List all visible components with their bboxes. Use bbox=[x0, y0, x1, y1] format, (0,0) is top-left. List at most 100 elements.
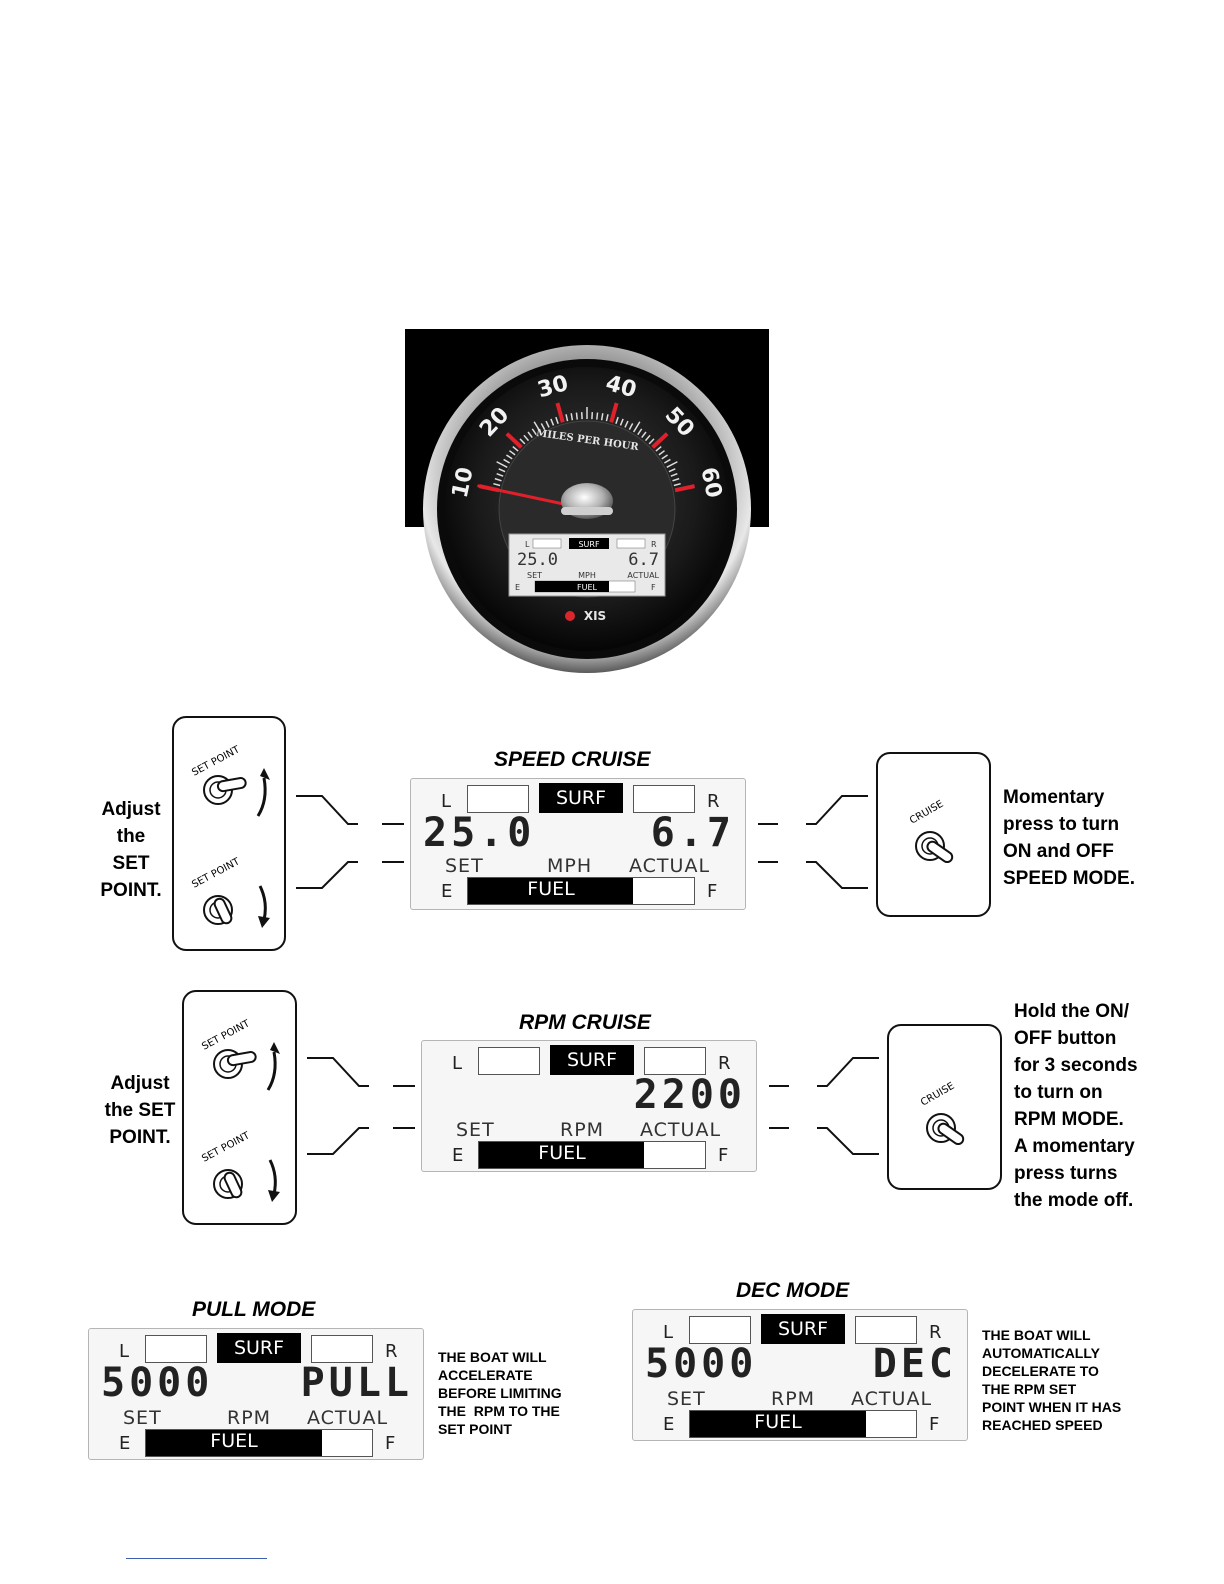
caption-line: the SET bbox=[104, 1100, 176, 1121]
pull-mode-lcd: L SURF R 5000 PULL SET RPM ACTUAL E FUEL… bbox=[88, 1328, 424, 1460]
lcd-left-indicator: L bbox=[119, 1341, 130, 1362]
cruise-label: CRUISE bbox=[919, 1081, 956, 1109]
gauge-minor-tick bbox=[655, 445, 662, 452]
gauge-major-tick bbox=[505, 432, 523, 449]
cruise-toggle: CRUISE bbox=[919, 1081, 965, 1146]
dec-mode-lcd: L SURF R 5000 DEC SET RPM ACTUAL E FUEL … bbox=[632, 1309, 968, 1441]
dec-mode-caption: THE BOAT WILL AUTOMATICALLY DECELERATE T… bbox=[982, 1326, 1121, 1434]
lcd-unit-label: RPM bbox=[227, 1407, 272, 1429]
speed-left-connectors bbox=[296, 795, 404, 889]
caption-line: Hold the ON/ bbox=[1014, 1001, 1130, 1022]
caption-line: SPEED MODE. bbox=[1003, 868, 1135, 889]
lcd-empty-indicator: E bbox=[452, 1145, 464, 1166]
fuel-bar-fill bbox=[468, 878, 633, 904]
lcd-unit-label: RPM bbox=[560, 1119, 605, 1141]
lcd-left-indicator: L bbox=[441, 791, 452, 812]
gauge-minor-tick bbox=[605, 414, 609, 422]
lcd-right-box bbox=[311, 1335, 373, 1363]
gauge-minor-tick bbox=[570, 413, 574, 421]
caption-line: press turns bbox=[1014, 1163, 1118, 1184]
caption-line: ACCELERATE bbox=[438, 1367, 533, 1383]
lcd-left-indicator: L bbox=[452, 1053, 463, 1074]
lcd-mode-status: PULL bbox=[300, 1360, 413, 1406]
lcd-actual-label: ACTUAL bbox=[629, 855, 711, 877]
rpm-right-connectors bbox=[769, 1057, 879, 1155]
gauge-minor-tick bbox=[644, 434, 651, 442]
pull-mode-title: PULL MODE bbox=[192, 1298, 316, 1321]
speed-cruise-right-caption: Momentary press to turn ON and OFF SPEED… bbox=[1003, 784, 1135, 892]
gauge-brand: XIS bbox=[584, 609, 606, 623]
lcd-right-indicator: R bbox=[718, 1053, 731, 1074]
lcd-left-box bbox=[478, 1047, 540, 1075]
arrow-up-icon bbox=[256, 777, 267, 817]
lcd-rpm-value: 2200 bbox=[633, 1072, 746, 1118]
lcd-mode-badge: SURF bbox=[217, 1333, 301, 1363]
gauge-minor-tick bbox=[658, 450, 665, 456]
gauge-minor-tick bbox=[672, 477, 680, 482]
caption-line: THE BOAT WILL bbox=[438, 1349, 547, 1365]
gauge-minor-tick bbox=[496, 461, 508, 468]
fuel-label: FUEL bbox=[527, 878, 575, 900]
lcd-set-label: SET bbox=[456, 1119, 495, 1141]
caption-line: RPM MODE. bbox=[1014, 1109, 1124, 1130]
gauge-lcd-full: F bbox=[651, 583, 656, 592]
gauge-minor-tick bbox=[666, 461, 678, 468]
gauge-minor-tick bbox=[494, 477, 502, 482]
gauge-minor-tick bbox=[503, 458, 511, 464]
lcd-set-label: SET bbox=[445, 855, 484, 877]
lcd-right-indicator: R bbox=[929, 1322, 942, 1343]
caption-line: THE BOAT WILL bbox=[982, 1327, 1091, 1343]
lcd-unit-label: MPH bbox=[547, 855, 593, 877]
caption-line: press to turn bbox=[1003, 814, 1120, 835]
fuel-label: FUEL bbox=[538, 1142, 586, 1164]
gauge-minor-tick bbox=[663, 458, 671, 464]
gauge-minor-tick bbox=[628, 423, 634, 430]
gauge-minor-tick bbox=[624, 420, 629, 428]
caption-line: DECELERATE TO bbox=[982, 1363, 1099, 1379]
gauge-lcd-actual-value: 6.7 bbox=[628, 550, 659, 570]
caption-line: to turn on bbox=[1014, 1082, 1103, 1103]
speed-cruise-title: SPEED CRUISE bbox=[494, 748, 651, 771]
lcd-right-indicator: R bbox=[707, 791, 720, 812]
gauge-minor-tick bbox=[550, 418, 555, 426]
lcd-mode-badge: SURF bbox=[539, 783, 623, 813]
rpm-cruise-left-caption: Adjust the SET POINT. bbox=[100, 1070, 180, 1151]
gauge-scale-number: 60 bbox=[695, 465, 726, 500]
lcd-set-label: SET bbox=[667, 1388, 706, 1410]
gauge-lcd-mode: SURF bbox=[578, 540, 599, 549]
lcd-left-box bbox=[145, 1335, 207, 1363]
fuel-bar: FUEL bbox=[689, 1410, 917, 1438]
lcd-left-box bbox=[689, 1316, 751, 1344]
lcd-full-indicator: F bbox=[929, 1414, 940, 1435]
set-point-up-label: SET POINT bbox=[200, 1018, 252, 1053]
dec-mode-title: DEC MODE bbox=[736, 1279, 850, 1302]
gauge-minor-tick bbox=[506, 454, 513, 460]
fuel-bar: FUEL bbox=[145, 1429, 373, 1457]
gauge-minor-tick bbox=[565, 414, 569, 422]
gauge-hub-base bbox=[561, 507, 613, 515]
lcd-right-box bbox=[633, 785, 695, 813]
gauge-lcd-right-box bbox=[616, 538, 646, 549]
lcd-actual-label: ACTUAL bbox=[640, 1119, 722, 1141]
gauge-lcd-fuel: FUEL bbox=[577, 583, 598, 592]
fuel-bar-fill bbox=[479, 1142, 644, 1168]
lcd-left-box bbox=[467, 785, 529, 813]
fuel-label: FUEL bbox=[754, 1411, 802, 1433]
arrow-down-icon bbox=[268, 1159, 277, 1195]
gauge-minor-tick bbox=[641, 431, 647, 438]
caption-line: POINT. bbox=[109, 1127, 171, 1148]
fuel-bar: FUEL bbox=[478, 1141, 706, 1169]
gauge-minor-tick bbox=[555, 416, 559, 425]
caption-line: for 3 seconds bbox=[1014, 1055, 1138, 1076]
gauge-minor-tick bbox=[661, 454, 668, 460]
set-point-toggles: SET POINT SET POINT bbox=[190, 744, 270, 928]
gauge-lcd-left-box bbox=[532, 538, 562, 549]
gauge-major-tick bbox=[651, 432, 669, 449]
rpm-cruise-right-caption: Hold the ON/ OFF button for 3 seconds to… bbox=[1014, 998, 1138, 1214]
caption-line: REACHED SPEED bbox=[982, 1417, 1103, 1433]
lcd-actual-value: 6.7 bbox=[650, 810, 735, 856]
rpm-set-point-switch-panel: SET POINT SET POINT bbox=[182, 990, 297, 1225]
set-point-down-label: SET POINT bbox=[200, 1130, 252, 1165]
gauge-minor-tick bbox=[648, 438, 655, 445]
rpm-set-point-toggles: SET POINT SET POINT bbox=[200, 1018, 280, 1202]
